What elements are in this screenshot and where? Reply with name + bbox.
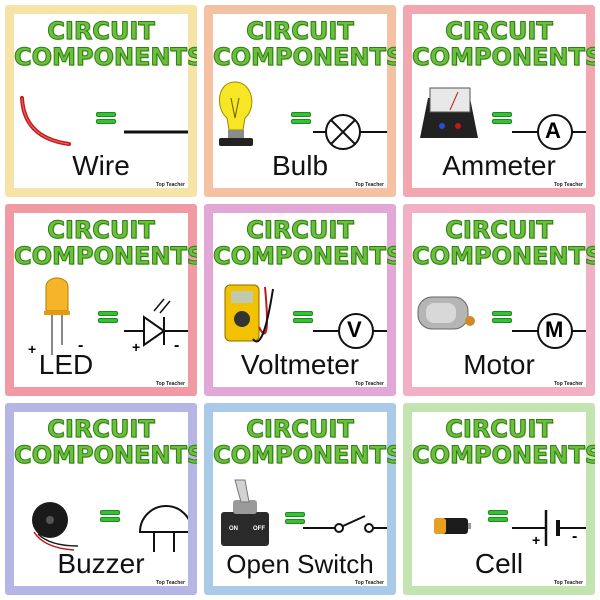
card-title-circuit: CIRCUIT [246,17,354,46]
card-title-circuit: CIRCUIT [445,216,553,245]
card-title-circuit: CIRCUIT [47,17,155,46]
equals-sign [285,512,305,525]
card-title-circuit: CIRCUIT [47,415,155,444]
led-plus: + [28,341,37,357]
card-title-components: COMPONENTS [213,43,397,72]
card-motor: CIRCUIT COMPONENTS M Motor Top Teacher [403,204,595,396]
card-label: LED [38,349,94,380]
equals-sign [96,112,116,125]
card-title-components: COMPONENTS [412,43,596,72]
card-cell: CIRCUIT COMPONENTS + - Cell Top Teacher [403,403,595,595]
cell-illustration [434,510,586,546]
wire-illustration [20,96,188,146]
card-title-components: COMPONENTS [412,242,596,271]
card-inner: CIRCUIT COMPONENTS M Motor Top Teacher [412,213,596,387]
bulb-illustration [219,81,387,150]
brand-text: Top Teacher [554,381,583,387]
card-title-components: COMPONENTS [213,242,397,271]
card-inner: CIRCUIT COMPONENTS V Voltmeter Top Teach… [213,213,397,387]
card-bulb: CIRCUIT COMPONENTS Bulb Top Teacher [204,5,396,197]
switch-symbol [342,515,366,527]
card-label: Motor [463,349,535,380]
card-label: Voltmeter [240,349,360,380]
cell-plus: + [532,532,541,548]
card-inner: CIRCUIT COMPONENTS A Ammeter Top Teacher [412,14,596,188]
ammeter-illustration [420,87,586,150]
brand-text: Top Teacher [156,580,185,586]
equals-sign [98,311,118,324]
card-inner: CIRCUIT COMPONENTS + - + - LED Top Teach… [14,213,198,387]
card-ammeter: CIRCUIT COMPONENTS A Ammeter Top Teacher [403,5,595,197]
card-inner: CIRCUIT COMPONENTS + - Cell Top Teacher [412,412,596,586]
brand-text: Top Teacher [355,580,384,586]
card-label: Bulb [271,150,329,181]
cell-minus: - [572,528,578,545]
equals-sign [492,311,512,324]
card-title-components: COMPONENTS [213,441,397,470]
voltmeter-illustration [224,284,387,349]
equals-sign [488,510,508,523]
switch-on-label: ON [229,526,238,532]
brand-text: Top Teacher [156,182,185,188]
card-label: Open Switch [226,549,374,579]
buzzer-symbol [138,505,188,533]
equals-sign [293,311,313,324]
card-open-switch: CIRCUIT COMPONENTS ON OFF Open Switch To… [204,403,396,595]
voltmeter-letter: V [347,317,362,342]
card-title-circuit: CIRCUIT [47,216,155,245]
card-voltmeter: CIRCUIT COMPONENTS V Voltmeter Top Teach… [204,204,396,396]
led-symbol-minus: - [174,337,180,354]
card-inner: CIRCUIT COMPONENTS Wire Top Teacher [14,14,198,188]
brand-text: Top Teacher [355,381,384,387]
card-inner: CIRCUIT COMPONENTS ON OFF Open Switch To… [213,412,397,586]
card-label: Ammeter [442,150,556,181]
card-title-circuit: CIRCUIT [246,216,354,245]
ammeter-letter: A [545,118,561,143]
brand-text: Top Teacher [554,580,583,586]
card-label: Wire [72,150,130,181]
switch-off-label: OFF [253,526,265,532]
card-title-components: COMPONENTS [14,43,198,72]
card-title-circuit: CIRCUIT [246,415,354,444]
led-minus: - [78,337,84,354]
card-inner: CIRCUIT COMPONENTS Bulb Top Teacher [213,14,397,188]
card-buzzer: CIRCUIT COMPONENTS Buzzer Top Teacher [5,403,197,595]
motor-letter: M [545,317,564,342]
card-inner: CIRCUIT COMPONENTS Buzzer Top Teacher [14,412,198,586]
switch-illustration [221,479,387,546]
card-label: Buzzer [57,548,145,579]
led-illustration [44,277,188,355]
led-symbol-plus: + [132,339,141,355]
equals-sign [492,112,512,125]
equals-sign [100,510,120,523]
motor-illustration [417,296,586,349]
card-title-components: COMPONENTS [412,441,596,470]
led-symbol [143,315,166,347]
buzzer-illustration [32,502,188,552]
card-label: Cell [474,548,524,579]
brand-text: Top Teacher [554,182,583,188]
card-title-circuit: CIRCUIT [445,17,553,46]
equals-sign [291,112,311,125]
card-title-components: COMPONENTS [14,441,198,470]
card-title-circuit: CIRCUIT [445,415,553,444]
card-wire: CIRCUIT COMPONENTS Wire Top Teacher [5,5,197,197]
brand-text: Top Teacher [156,381,185,387]
card-title-components: COMPONENTS [14,242,198,271]
card-led: CIRCUIT COMPONENTS + - + - LED Top Teach… [5,204,197,396]
brand-text: Top Teacher [355,182,384,188]
